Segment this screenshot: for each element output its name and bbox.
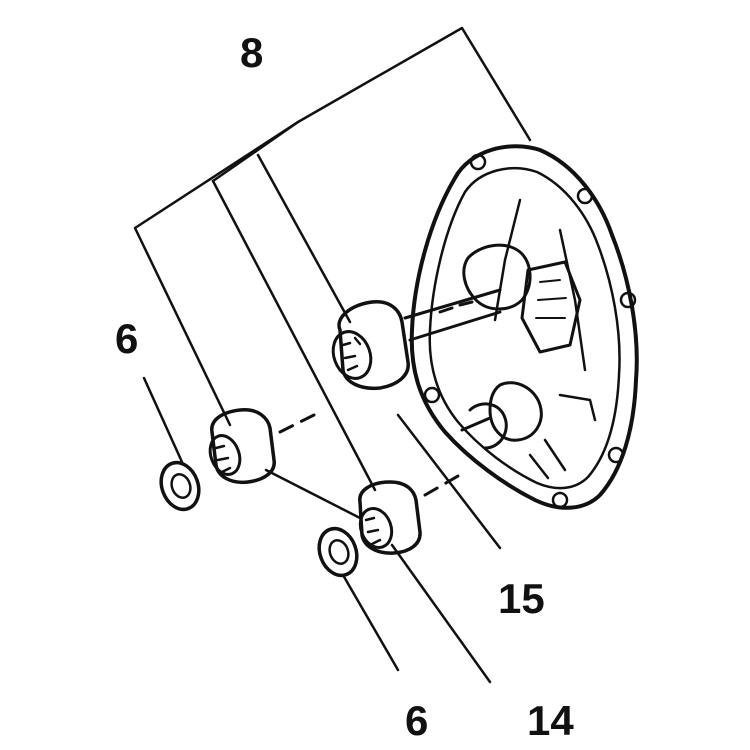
washer-left [159,460,201,512]
shaft-axis-lines [278,410,460,497]
upper-bushing [331,300,410,391]
leader-lines [142,376,502,684]
left-bushing [208,408,276,485]
lower-bushing [358,480,422,555]
callout-14: 14 [527,697,574,744]
callout-6-left: 6 [115,315,139,362]
housing-cover [403,144,639,510]
callout-15: 15 [498,575,545,622]
leader-lines-8 [133,26,532,492]
callout-8: 8 [240,29,264,76]
callout-6-bottom: 6 [405,697,429,744]
washer-bottom [317,526,359,578]
